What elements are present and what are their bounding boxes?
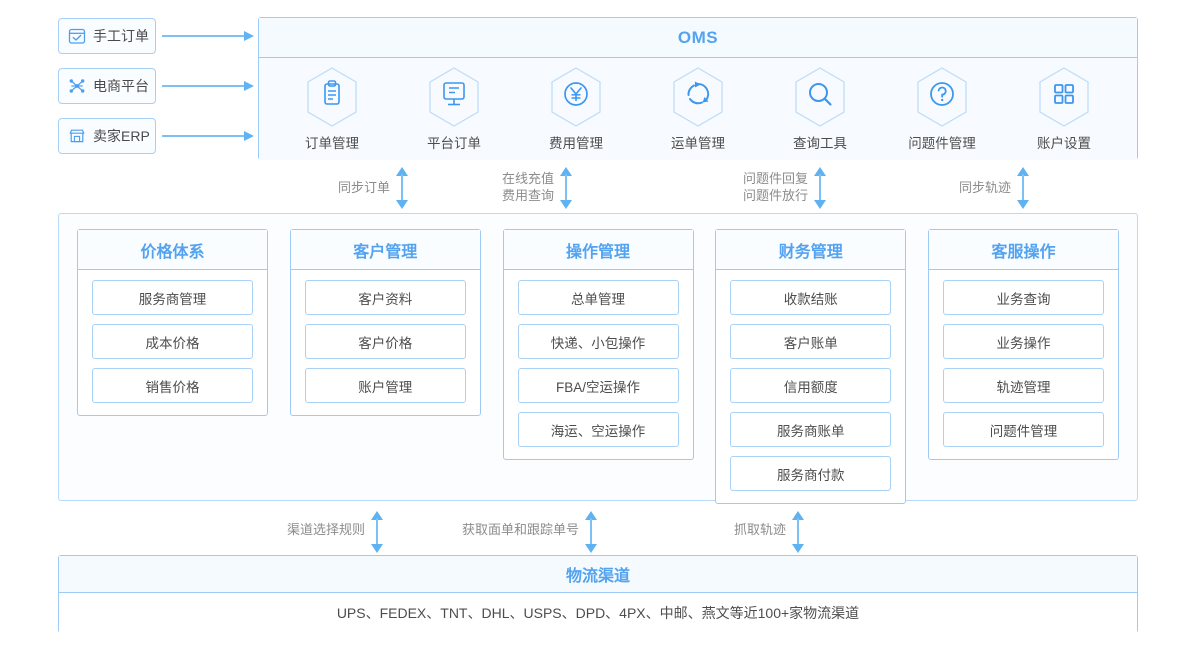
column-cell[interactable]: 客户账单 [730,324,892,359]
connector-arrow-fetch-track [792,511,804,553]
column-cell[interactable]: 海运、空运操作 [517,412,679,447]
oms-module-fee-management[interactable]: 费用管理 [524,66,628,152]
yuan-currency-icon [548,66,604,128]
arrow-ecommerce-to-oms [162,81,254,91]
oms-module-account-settings[interactable]: 账户设置 [1012,66,1116,152]
source-label: 电商平台 [93,78,149,94]
column-header: 客服操作 [929,230,1118,270]
column-title: 操作管理 [565,243,630,261]
arrow-manual-order-to-oms [162,31,254,41]
connector-arrow-sync-track [1017,167,1029,209]
column-header: 价格体系 [78,230,267,270]
column-customer-management: 客户管理 客户资料 客户价格 账户管理 [289,229,481,416]
column-body: 客户资料 客户价格 账户管理 [291,270,480,415]
column-cell[interactable]: 业务查询 [943,280,1104,315]
source-box-ecommerce-platform[interactable]: 电商平台 [58,68,156,104]
oms-title: OMS [677,27,719,47]
column-cell[interactable]: 快递、小包操作 [517,324,679,359]
column-cell[interactable]: 业务操作 [943,324,1104,359]
column-price-system: 价格体系 服务商管理 成本价格 销售价格 [77,229,268,416]
middle-panel: 价格体系 服务商管理 成本价格 销售价格 客户管理 客户资料 客户价格 账户管理 [58,213,1138,504]
column-cell[interactable]: 信用额度 [730,368,892,403]
source-label: 手工订单 [93,28,149,44]
column-customer-service: 客服操作 业务查询 业务操作 轨迹管理 问题件管理 [928,229,1119,460]
column-header: 操作管理 [503,230,693,270]
column-title: 客户管理 [353,243,418,261]
logistics-body: UPS、FEDEX、TNT、DHL、USPS、DPD、4PX、中邮、燕文等近10… [59,593,1137,633]
logistics-carriers-text: UPS、FEDEX、TNT、DHL、USPS、DPD、4PX、中邮、燕文等近10… [336,605,860,621]
storefront-icon [68,127,86,145]
logistics-header: 物流渠道 [59,556,1137,593]
oms-module-label: 账户设置 [1037,136,1091,151]
connector-label-channel-rule: 渠道选择规则 [286,522,365,537]
oms-module-order-management[interactable]: 订单管理 [280,66,384,152]
oms-module-label: 平台订单 [427,136,481,151]
connector-arrow-channel-rule [371,511,383,553]
column-body: 收款结账 客户账单 信用额度 服务商账单 服务商付款 [716,270,905,503]
oms-module-platform-order[interactable]: 平台订单 [402,66,506,152]
connector-label-label-tracking: 获取面单和跟踪单号 [461,522,579,537]
column-cell[interactable]: 轨迹管理 [943,368,1104,403]
middle-columns: 价格体系 服务商管理 成本价格 销售价格 客户管理 客户资料 客户价格 账户管理 [59,214,1137,504]
oms-module-label: 订单管理 [305,136,359,151]
connector-arrow-problem-parcel [814,167,826,209]
oms-module-query-tool[interactable]: 查询工具 [768,66,872,152]
column-cell[interactable]: 销售价格 [92,368,253,403]
column-body: 总单管理 快递、小包操作 FBA/空运操作 海运、空运操作 [504,270,693,459]
column-header: 客户管理 [290,230,480,270]
connector-label-sync-order: 同步订单 [337,180,390,195]
column-title: 价格体系 [140,243,205,261]
oms-module-waybill-management[interactable]: 运单管理 [646,66,750,152]
clipboard-icon [304,66,360,128]
column-cell[interactable]: 收款结账 [730,280,892,315]
refresh-cycle-icon [670,66,726,128]
column-cell[interactable]: FBA/空运操作 [517,368,679,403]
monitor-icon [426,66,482,128]
logistics-panel: 物流渠道 UPS、FEDEX、TNT、DHL、USPS、DPD、4PX、中邮、燕… [58,555,1138,633]
column-cell[interactable]: 服务商账单 [730,412,892,447]
column-cell[interactable]: 总单管理 [517,280,679,315]
column-cell[interactable]: 服务商管理 [92,280,253,315]
oms-module-label: 查询工具 [793,136,847,151]
column-title: 客服操作 [991,243,1056,261]
connector-arrow-label-tracking [585,511,597,553]
column-cell[interactable]: 问题件管理 [943,412,1104,447]
column-cell[interactable]: 客户资料 [304,280,466,315]
search-icon [792,66,848,128]
connector-label-problem-parcel: 问题件回复 问题件放行 [742,171,808,203]
oms-panel: OMS 订单管理 [258,17,1138,160]
connector-label-fetch-track: 抓取轨迹 [733,522,786,537]
arrow-erp-to-oms [162,131,254,141]
column-cell[interactable]: 客户价格 [304,324,466,359]
source-box-seller-erp[interactable]: 卖家ERP [58,118,156,154]
column-body: 服务商管理 成本价格 销售价格 [78,270,267,415]
column-cell[interactable]: 服务商付款 [730,456,892,491]
oms-module-list: 订单管理 平台订单 [259,58,1137,160]
logistics-title: 物流渠道 [565,568,630,585]
calendar-check-icon [68,27,86,45]
connector-label-recharge-fee: 在线充值 费用查询 [501,171,554,203]
column-operation-management: 操作管理 总单管理 快递、小包操作 FBA/空运操作 海运、空运操作 [502,229,694,460]
source-box-manual-order[interactable]: 手工订单 [58,18,156,54]
oms-module-label: 费用管理 [549,136,603,151]
oms-module-problem-parcel[interactable]: 问题件管理 [890,66,994,152]
grid-squares-icon [1036,66,1092,128]
oms-header: OMS [259,18,1137,58]
connector-arrow-sync-order [396,167,408,209]
oms-module-label: 问题件管理 [908,136,976,151]
column-header: 财务管理 [716,230,906,270]
column-finance-management: 财务管理 收款结账 客户账单 信用额度 服务商账单 服务商付款 [715,229,907,504]
oms-module-label: 运单管理 [671,136,725,151]
column-cell[interactable]: 成本价格 [92,324,253,359]
connector-label-sync-track: 同步轨迹 [958,180,1011,195]
column-body: 业务查询 业务操作 轨迹管理 问题件管理 [929,270,1118,459]
source-label: 卖家ERP [93,128,150,144]
column-title: 财务管理 [778,243,843,261]
connector-arrow-recharge-fee [560,167,572,209]
column-cell[interactable]: 账户管理 [304,368,466,403]
question-circle-icon [914,66,970,128]
network-nodes-icon [68,77,86,95]
